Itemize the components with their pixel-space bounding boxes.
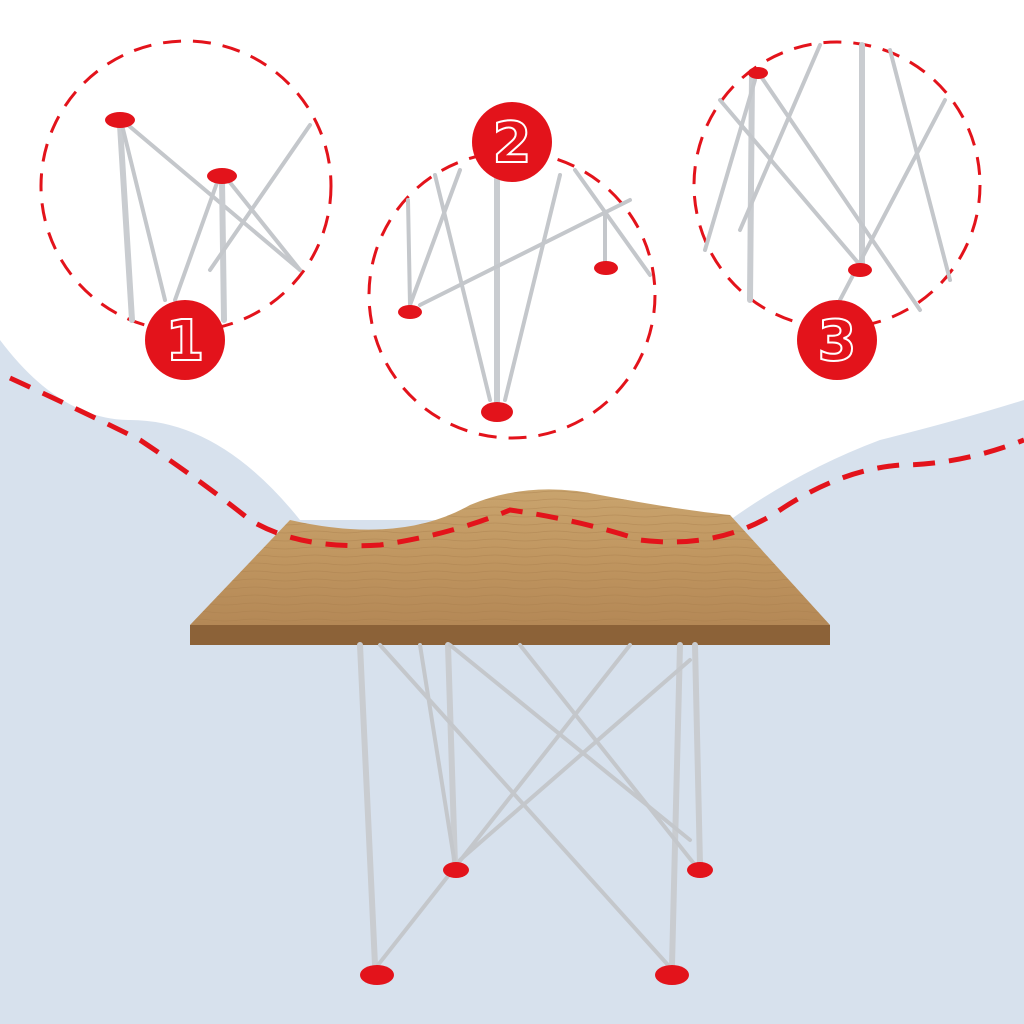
dashed-divider <box>8 375 1024 549</box>
tabletop <box>190 489 830 645</box>
step-badge-1: 1 <box>145 300 225 380</box>
step-number-2: 2 <box>493 111 532 176</box>
step-number-3: 3 <box>818 309 857 374</box>
step-number-1: 1 <box>166 309 205 374</box>
step-badge-2: 2 <box>472 102 552 182</box>
background-bottom <box>0 340 1024 1024</box>
step-badge-3: 3 <box>797 300 877 380</box>
detail-circle-2 <box>367 150 657 440</box>
table-legs <box>357 642 703 968</box>
detail-circle-3 <box>692 40 982 330</box>
detail-circle-1 <box>39 39 333 333</box>
table-feet <box>360 862 713 985</box>
